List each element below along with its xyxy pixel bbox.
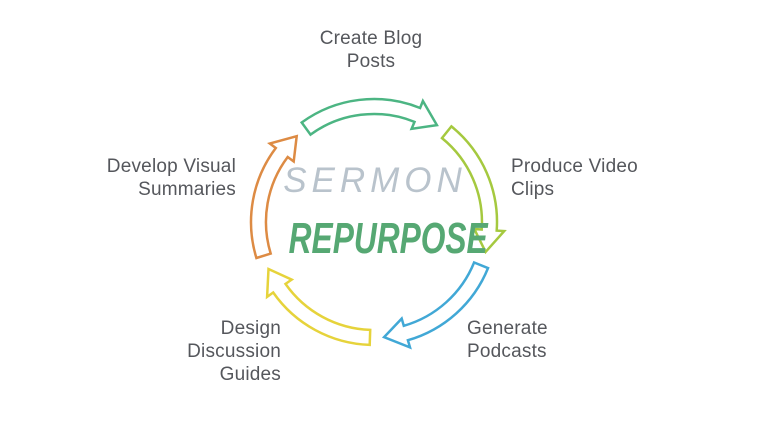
label-create-blog-posts: Create Blog Posts [246, 27, 496, 73]
label-line: Produce Video [511, 156, 638, 177]
label-line: Guides [219, 364, 281, 385]
cycle-arrow-bottom-right [381, 260, 490, 350]
label-design-discussion-guides: Design Discussion Guides [101, 317, 281, 386]
label-line: Discussion [187, 341, 281, 362]
center-title-repurpose: REPURPOSE [250, 214, 512, 264]
center-title-repurpose-text: REPURPOSE [288, 214, 488, 263]
label-line: Posts [346, 51, 396, 72]
cycle-arrow-right [440, 124, 507, 255]
center-title-sermon: SERMON [283, 161, 467, 200]
label-generate-podcasts: Generate Podcasts [467, 317, 617, 363]
label-line: Design [220, 318, 281, 339]
label-line: Clips [511, 179, 555, 200]
label-line: Develop Visual [106, 156, 236, 177]
label-line: Create Blog [319, 28, 423, 49]
label-develop-visual-summaries: Develop Visual Summaries [56, 155, 236, 201]
label-line: Generate [467, 318, 548, 339]
label-produce-video-clips: Produce Video Clips [511, 155, 681, 201]
cycle-arrow-left [249, 134, 299, 260]
label-line: Podcasts [467, 341, 547, 362]
cycle-arrow-bottom-left [265, 267, 372, 347]
cycle-arrow-top [299, 97, 439, 137]
label-line: Summaries [138, 179, 236, 200]
